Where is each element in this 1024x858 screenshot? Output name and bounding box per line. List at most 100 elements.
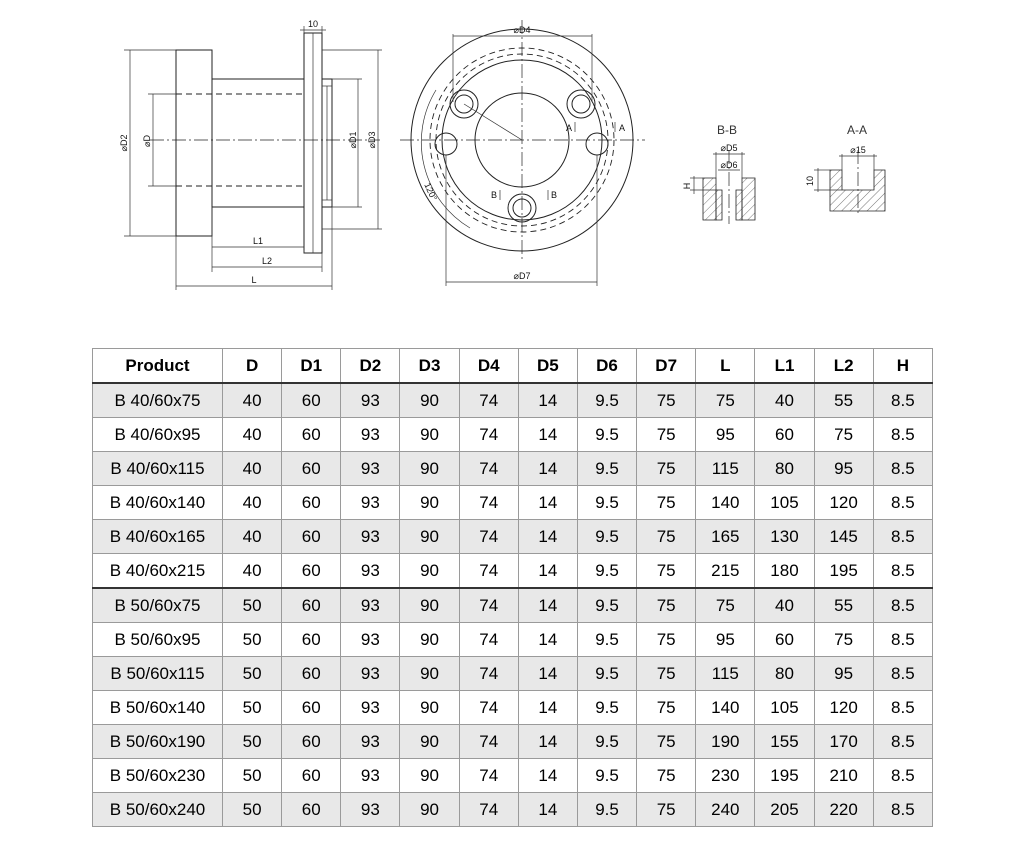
value-cell: 60 — [281, 622, 342, 657]
header-d5: D5 — [517, 348, 578, 384]
value-cell: 60 — [281, 792, 342, 827]
header-d7: D7 — [636, 348, 697, 384]
value-cell: 40 — [221, 451, 283, 486]
value-cell: 90 — [399, 382, 460, 418]
value-cell: 93 — [340, 451, 401, 486]
product-cell: B 40/60x115 — [92, 451, 223, 486]
value-cell: 8.5 — [872, 451, 934, 486]
value-cell: 74 — [458, 451, 519, 486]
product-cell: B 50/60x75 — [92, 587, 223, 623]
value-cell: 60 — [281, 656, 342, 691]
label-l: L — [251, 275, 256, 285]
product-cell: B 50/60x190 — [92, 724, 223, 759]
value-cell: 75 — [813, 622, 874, 657]
value-cell: 9.5 — [576, 451, 638, 486]
marker-b-left: B — [491, 190, 497, 200]
value-cell: 50 — [221, 656, 283, 691]
product-cell: B 40/60x95 — [92, 417, 223, 452]
value-cell: 55 — [813, 587, 874, 623]
value-cell: 90 — [399, 485, 460, 520]
value-cell: 60 — [281, 758, 342, 793]
value-cell: 215 — [695, 553, 756, 589]
value-cell: 140 — [695, 690, 756, 725]
value-cell: 90 — [399, 519, 460, 554]
value-cell: 74 — [458, 690, 519, 725]
header-l1: L1 — [754, 348, 815, 384]
section-aa-title: A-A — [847, 123, 867, 137]
section-bb: B-B ⌀D5 ⌀D6 H — [682, 123, 756, 224]
value-cell: 93 — [340, 519, 401, 554]
value-cell: 40 — [221, 417, 283, 452]
value-cell: 75 — [636, 690, 697, 725]
value-cell: 74 — [458, 587, 519, 623]
value-cell: 60 — [281, 417, 342, 452]
value-cell: 170 — [813, 724, 874, 759]
spec-table: Product D D1 D2 D3 D4 D5 D6 D7 L L1 L2 H… — [92, 348, 934, 827]
product-cell: B 50/60x140 — [92, 690, 223, 725]
value-cell: 93 — [340, 417, 401, 452]
value-cell: 9.5 — [576, 656, 638, 691]
label-h: H — [682, 183, 692, 190]
value-cell: 40 — [754, 382, 815, 418]
value-cell: 8.5 — [872, 690, 934, 725]
value-cell: 9.5 — [576, 485, 638, 520]
value-cell: 75 — [636, 417, 697, 452]
value-cell: 93 — [340, 587, 401, 623]
value-cell: 14 — [517, 792, 578, 827]
value-cell: 90 — [399, 587, 460, 623]
value-cell: 8.5 — [872, 485, 934, 520]
value-cell: 40 — [221, 382, 283, 418]
label-d6: ⌀D6 — [721, 160, 738, 170]
value-cell: 93 — [340, 553, 401, 589]
value-cell: 14 — [517, 417, 578, 452]
value-cell: 8.5 — [872, 622, 934, 657]
value-cell: 14 — [517, 382, 578, 418]
value-cell: 75 — [636, 553, 697, 589]
value-cell: 95 — [695, 417, 756, 452]
value-cell: 74 — [458, 792, 519, 827]
marker-b-right: B — [551, 190, 557, 200]
value-cell: 120 — [813, 690, 874, 725]
value-cell: 50 — [221, 792, 283, 827]
value-cell: 90 — [399, 622, 460, 657]
product-cell: B 40/60x140 — [92, 485, 223, 520]
label-flange-width: 10 — [308, 19, 318, 29]
value-cell: 8.5 — [872, 519, 934, 554]
product-cell: B 50/60x115 — [92, 656, 223, 691]
value-cell: 14 — [517, 451, 578, 486]
value-cell: 155 — [754, 724, 815, 759]
value-cell: 93 — [340, 382, 401, 418]
product-cell: B 40/60x75 — [92, 382, 223, 418]
value-cell: 75 — [636, 724, 697, 759]
header-d1: D1 — [281, 348, 342, 384]
header-product: Product — [92, 348, 223, 384]
value-cell: 115 — [695, 656, 756, 691]
label-d3: ⌀D3 — [367, 132, 377, 149]
value-cell: 9.5 — [576, 724, 638, 759]
value-cell: 60 — [281, 587, 342, 623]
product-cell: B 40/60x165 — [92, 519, 223, 554]
value-cell: 93 — [340, 485, 401, 520]
value-cell: 14 — [517, 553, 578, 589]
value-cell: 93 — [340, 622, 401, 657]
header-d3: D3 — [399, 348, 460, 384]
value-cell: 8.5 — [872, 382, 934, 418]
value-cell: 93 — [340, 690, 401, 725]
header-d4: D4 — [458, 348, 519, 384]
value-cell: 50 — [221, 587, 283, 623]
value-cell: 74 — [458, 417, 519, 452]
value-cell: 105 — [754, 485, 815, 520]
value-cell: 75 — [813, 417, 874, 452]
value-cell: 50 — [221, 724, 283, 759]
value-cell: 60 — [281, 690, 342, 725]
value-cell: 180 — [754, 553, 815, 589]
value-cell: 240 — [695, 792, 756, 827]
value-cell: 60 — [281, 451, 342, 486]
